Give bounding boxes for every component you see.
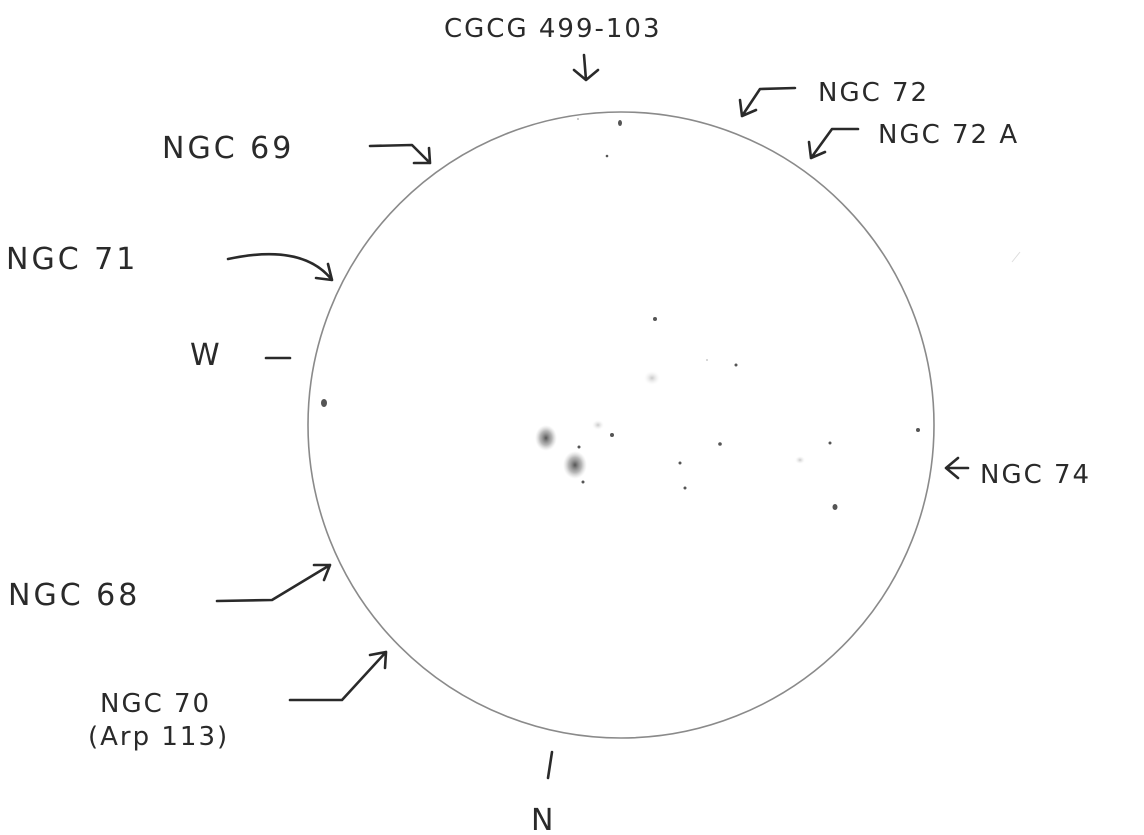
label-arp113: (Arp 113) xyxy=(88,722,229,752)
label-ngc69: NGC 69 xyxy=(162,131,294,166)
label-west: W xyxy=(190,338,223,373)
galaxy-ngc70 xyxy=(563,451,587,479)
star xyxy=(321,399,327,407)
star xyxy=(706,359,708,361)
stars xyxy=(321,118,920,510)
star xyxy=(581,480,585,484)
star xyxy=(653,317,657,321)
galaxy-faint-3 xyxy=(795,456,805,464)
label-ngc74: NGC 74 xyxy=(980,460,1091,490)
label-ngc70: NGC 70 xyxy=(100,689,211,719)
star xyxy=(605,154,609,158)
galaxies xyxy=(535,371,805,479)
label-cgcg-499-103: CGCG 499-103 xyxy=(444,14,662,44)
galaxy-faint-center xyxy=(644,371,660,385)
star xyxy=(618,120,622,126)
star xyxy=(734,363,738,367)
arrow-ngc69 xyxy=(368,143,432,165)
star xyxy=(828,441,832,445)
arrow-ngc72a xyxy=(807,127,860,160)
label-north: N xyxy=(531,803,556,835)
star xyxy=(916,428,920,432)
star xyxy=(577,445,581,449)
arrow-ngc72 xyxy=(738,86,797,118)
stray-mark xyxy=(1011,251,1021,263)
label-ngc72a: NGC 72 A xyxy=(878,120,1019,150)
galaxy-ngc71 xyxy=(535,425,557,451)
star xyxy=(678,461,682,465)
arrow-ngc70 xyxy=(288,650,388,702)
arrow-ngc71 xyxy=(226,252,334,282)
star xyxy=(577,118,579,120)
star xyxy=(610,433,614,437)
label-ngc68: NGC 68 xyxy=(8,578,140,613)
star xyxy=(683,486,687,490)
arrow-ngc68 xyxy=(215,563,332,603)
north-tick xyxy=(546,750,554,780)
label-ngc72: NGC 72 xyxy=(818,78,929,108)
arrow-ngc74 xyxy=(944,456,970,480)
star xyxy=(832,504,838,510)
field-of-view-circle xyxy=(307,111,935,739)
star xyxy=(718,442,722,446)
galaxy-faint-2 xyxy=(592,420,604,430)
label-ngc71: NGC 71 xyxy=(6,242,138,277)
arrow-cgcg-499-103 xyxy=(572,53,600,82)
